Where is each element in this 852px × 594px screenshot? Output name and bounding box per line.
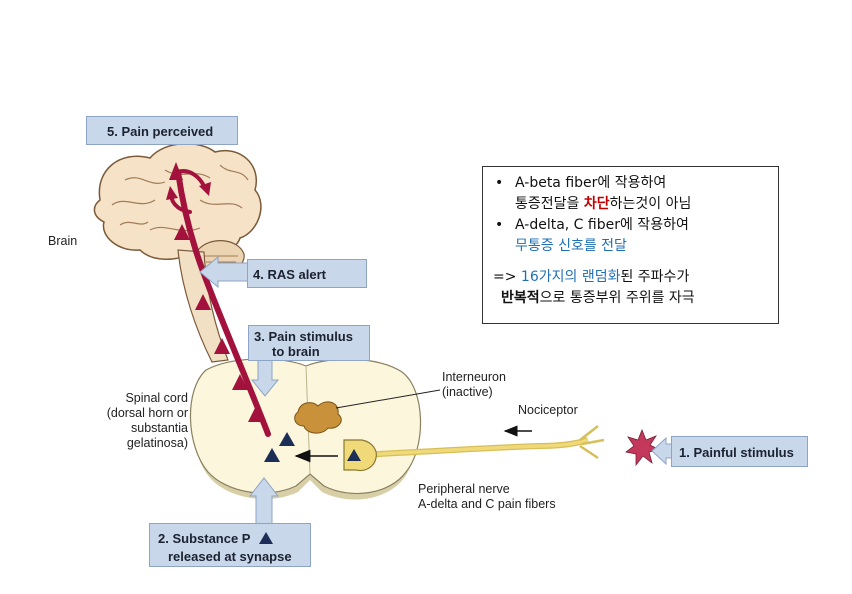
spinal-cord-line4: gelatinosa): [126, 436, 188, 450]
bullet-icon: •: [495, 217, 504, 233]
note-line6-post: 으로 통증부위 주위를 자극: [539, 290, 695, 306]
pathway-arrowheads: [166, 162, 264, 422]
substance-p-triangle: [264, 448, 280, 462]
substance-p-line2: released at synapse: [168, 549, 292, 564]
note-line2-post: 하는것이 아님: [609, 196, 692, 212]
peripheral-line1: Peripheral nerve: [418, 482, 510, 496]
substance-p-triangle: [279, 432, 295, 446]
painful-stimulus-label: 1. Painful stimulus: [671, 436, 808, 467]
spinal-cord-label: Spinal cord (dorsal horn or substantia g…: [80, 391, 188, 451]
interneuron-label: Interneuron (inactive): [442, 370, 506, 400]
pain-stimulus-arrow: [250, 357, 280, 397]
pain-stimulus-label: 3. Pain stimulus to brain: [248, 325, 370, 361]
note-line1: A-beta fiber에 작용하여: [515, 175, 667, 191]
interneuron: [294, 401, 342, 434]
note-line2-pre: 통증전달을: [515, 196, 584, 212]
pain-stimulus-line1: 3. Pain stimulus: [254, 329, 353, 344]
peripheral-line2: A-delta and C pain fibers: [418, 497, 556, 511]
note-row-3: • A-delta, C fiber에 작용하여: [491, 215, 770, 236]
ras-alert-label: 4. RAS alert: [247, 259, 367, 288]
explanation-note-box: • A-beta fiber에 작용하여 통증전달을 차단하는것이 아님 • A…: [482, 166, 779, 324]
spinal-cord-line1: Spinal cord: [125, 391, 188, 405]
bullet-icon: •: [495, 175, 504, 191]
sensory-neuron-body: [343, 439, 377, 472]
note-line4: 무통증 신호를 전달: [515, 238, 627, 254]
brain-label: Brain: [48, 234, 78, 248]
ras-alert-text: 4. RAS alert: [253, 267, 326, 282]
pain-stimulus-line2: to brain: [272, 344, 320, 359]
note-row-2: 통증전달을 차단하는것이 아님: [491, 194, 770, 215]
interneuron-line1: Interneuron: [442, 370, 506, 384]
pain-perceived-label: 5. Pain perceived: [86, 116, 238, 145]
substance-p-line1: 2. Substance P: [158, 531, 251, 546]
substance-p-triangle: [347, 449, 361, 461]
painful-stimulus-star: [625, 428, 662, 467]
substance-p-label: 2. Substance P released at synapse: [149, 523, 311, 567]
note-line5-highlight: 16가지의 랜덤화: [520, 269, 621, 285]
note-row-spacer: [491, 257, 770, 267]
note-line6-highlight: 반복적: [501, 290, 540, 306]
ras-alert-arrow: [199, 255, 249, 289]
nociceptor-label: Nociceptor: [518, 403, 578, 417]
spinal-cord-line2: (dorsal horn or: [106, 406, 188, 420]
note-line5-post: 된 주파수가: [620, 269, 690, 285]
note-row-1: • A-beta fiber에 작용하여: [491, 173, 770, 194]
note-line5-pre: =>: [493, 269, 521, 285]
note-line3: A-delta, C fiber에 작용하여: [515, 217, 689, 233]
substance-p-arrow: [248, 477, 280, 525]
pain-perceived-text: 5. Pain perceived: [107, 124, 214, 139]
note-line2-highlight: 차단: [583, 196, 610, 212]
interneuron-line2: (inactive): [442, 385, 493, 399]
note-row-6: 반복적으로 통증부위 주위를 자극: [491, 288, 770, 309]
peripheral-nerve-label: Peripheral nerve A-delta and C pain fibe…: [418, 482, 556, 512]
triangle-icon: [258, 532, 273, 544]
painful-stimulus-arrow: [651, 436, 673, 466]
note-row-4: 무통증 신호를 전달: [491, 236, 770, 257]
painful-stimulus-text: 1. Painful stimulus: [679, 445, 794, 460]
note-row-5: => 16가지의 랜덤화된 주파수가: [491, 267, 770, 288]
spinal-cord-line3: substantia: [131, 421, 188, 435]
